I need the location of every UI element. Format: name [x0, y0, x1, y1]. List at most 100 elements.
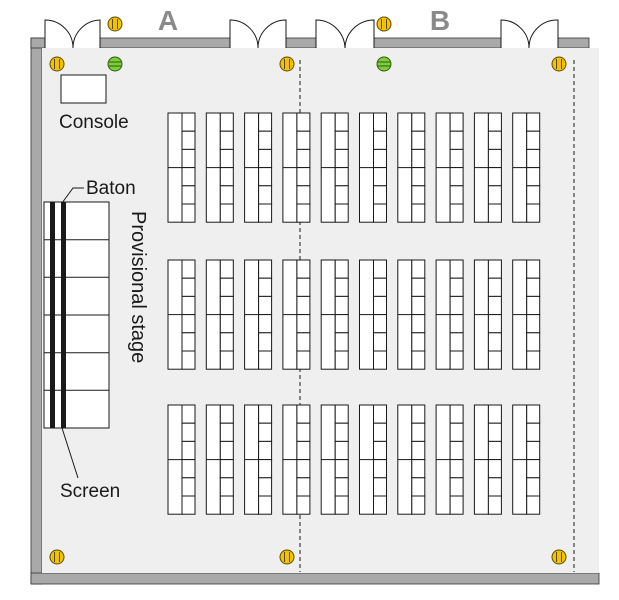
chair [296, 350, 311, 370]
chair [411, 404, 426, 424]
chair [181, 130, 196, 150]
door-a-left [44, 19, 101, 49]
table-unit [320, 112, 349, 223]
chair [181, 167, 196, 187]
baton-bar [61, 202, 66, 428]
chair [334, 112, 349, 132]
chair [219, 130, 234, 150]
chair [487, 422, 502, 442]
wall-top-segment [285, 37, 317, 49]
outlet-yellow-icon [107, 16, 123, 32]
chair [487, 277, 502, 297]
table-unit [205, 112, 234, 223]
chair [296, 130, 311, 150]
chair [411, 495, 426, 515]
screen-label: Screen [60, 481, 120, 502]
chair [373, 167, 387, 187]
chair [526, 422, 541, 442]
chair [487, 440, 502, 461]
chair [449, 167, 464, 187]
chair [334, 167, 349, 187]
chair [526, 350, 541, 370]
table-unit [359, 404, 387, 515]
chair [334, 277, 349, 297]
chair [181, 259, 196, 279]
chair [219, 203, 234, 223]
table-unit [473, 404, 502, 515]
chair [526, 332, 541, 352]
chair [449, 203, 464, 223]
chair [219, 440, 234, 461]
chair [487, 167, 502, 187]
chair [181, 332, 196, 352]
chair [258, 422, 273, 442]
chair [258, 314, 273, 334]
chair [449, 495, 464, 515]
door-b-right [500, 19, 559, 49]
screen-bar [50, 202, 55, 428]
table-unit [244, 112, 273, 223]
table-unit [244, 259, 273, 370]
chair [296, 259, 311, 279]
chair [411, 477, 426, 497]
chair [487, 477, 502, 497]
chair [296, 203, 311, 223]
chair [411, 185, 426, 205]
chair [296, 277, 311, 297]
chair [526, 185, 541, 205]
chair [334, 185, 349, 205]
chair [219, 422, 234, 442]
doors [44, 19, 559, 49]
chair [296, 314, 311, 334]
chair [411, 459, 426, 479]
table-unit [167, 259, 196, 370]
chair [487, 112, 502, 132]
chair [449, 112, 464, 132]
chair [526, 148, 541, 169]
chair [219, 459, 234, 479]
chair [258, 440, 273, 461]
table-unit [282, 259, 311, 370]
outlet-green-icon [376, 56, 392, 72]
door-b-left [315, 19, 375, 49]
table-unit [359, 112, 387, 223]
outlets-green [107, 56, 392, 72]
chair [487, 148, 502, 169]
wall-top-segment [30, 37, 46, 49]
chair [296, 440, 311, 461]
chair [258, 459, 273, 479]
chair [219, 112, 234, 132]
console-desk [60, 74, 107, 104]
chair [411, 130, 426, 150]
chair [449, 277, 464, 297]
wall-top-segment [99, 37, 231, 49]
table-unit [397, 112, 426, 223]
provisional-stage [43, 201, 110, 429]
chair [181, 422, 196, 442]
chair [334, 422, 349, 442]
chair [181, 350, 196, 370]
chair [526, 167, 541, 187]
chair [373, 350, 387, 370]
chair [526, 203, 541, 223]
screen-leader-line [61, 427, 79, 479]
chair [411, 259, 426, 279]
chair [373, 277, 387, 297]
room-label-b: B [430, 5, 450, 36]
chair [526, 404, 541, 424]
chair [487, 495, 502, 515]
chair [296, 332, 311, 352]
room-label-a: A [158, 5, 178, 36]
chair [449, 185, 464, 205]
chair [373, 148, 387, 169]
chair [373, 295, 387, 316]
outlet-yellow-icon [49, 549, 65, 565]
chair [258, 404, 273, 424]
chair [373, 332, 387, 352]
seating-tables [167, 112, 541, 515]
chair [411, 112, 426, 132]
chair [258, 332, 273, 352]
stage-label: Provisional stage [127, 211, 149, 363]
chair [449, 314, 464, 334]
table-unit [167, 404, 196, 515]
